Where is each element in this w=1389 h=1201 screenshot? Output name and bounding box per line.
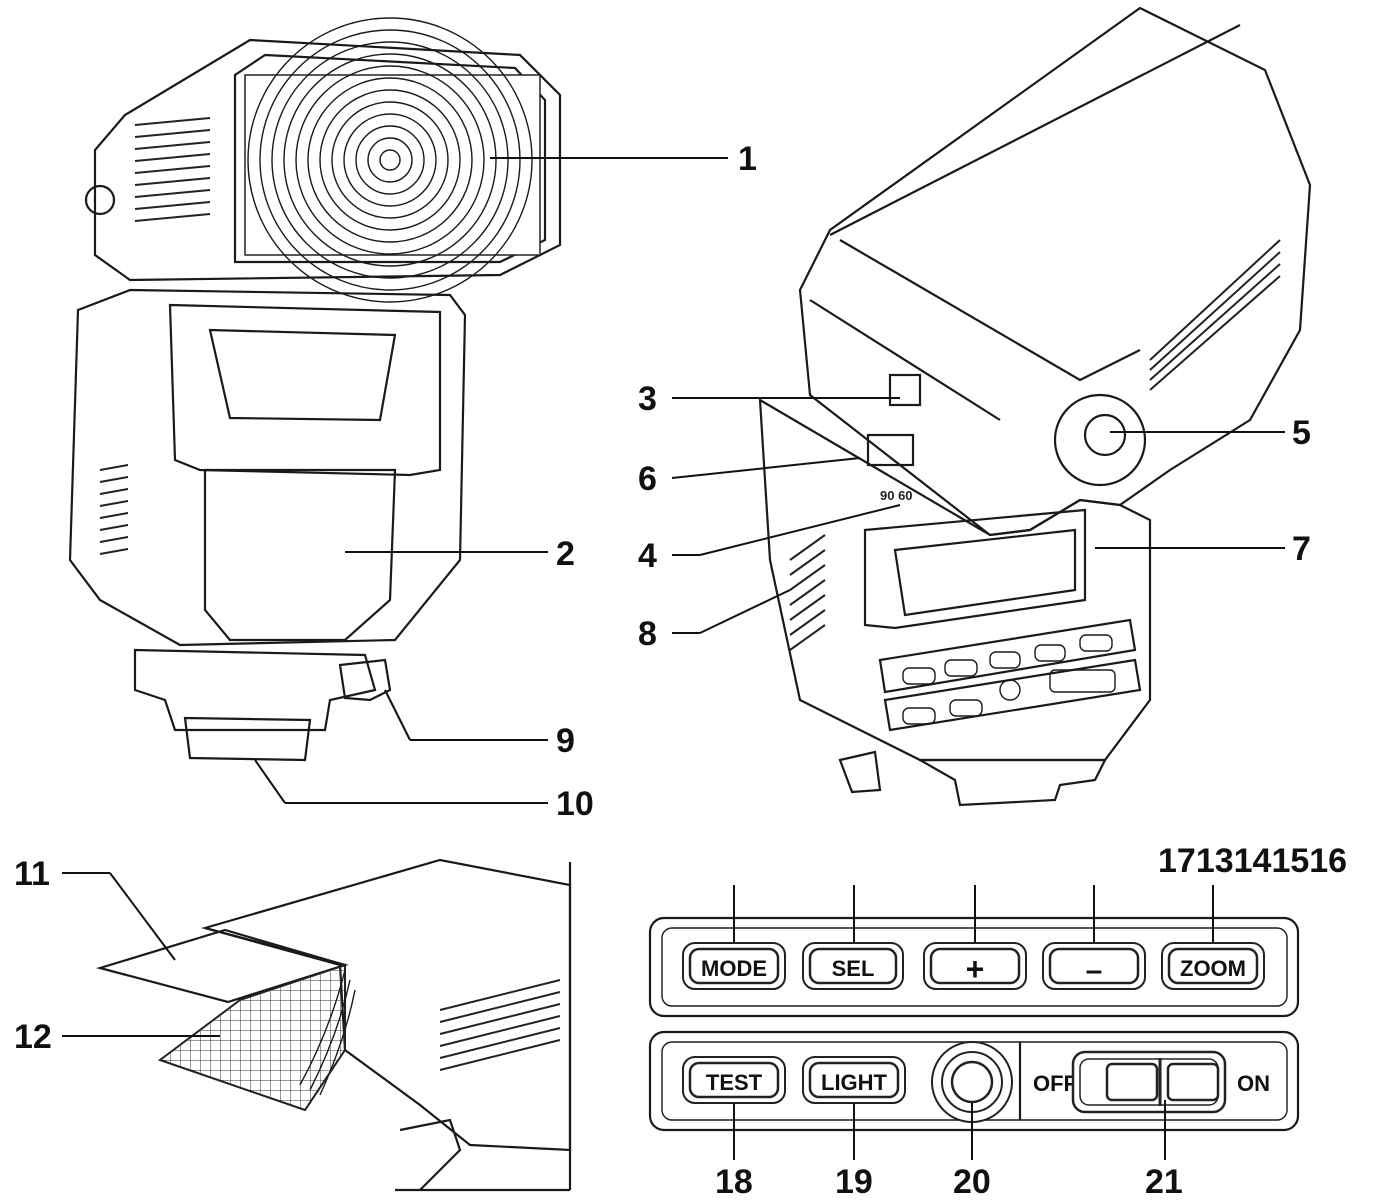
head-lock-release-button (1083, 413, 1127, 457)
callout-4: 4 (638, 537, 657, 575)
callout-21: 21 (1145, 1163, 1183, 1201)
test-button-label: TEST (706, 1070, 763, 1095)
back-view-flash: 90 60 (758, 6, 1312, 807)
lock-lever (838, 750, 882, 794)
plus-button[interactable]: + (923, 942, 1027, 990)
sel-button-label: SEL (832, 956, 875, 981)
power-on-label: ON (1237, 1071, 1270, 1096)
callout-3: 3 (638, 380, 657, 418)
leader-lines (62, 157, 1285, 1160)
lock-lever (338, 658, 392, 702)
callout-9: 9 (556, 722, 575, 760)
callout-10: 10 (556, 785, 594, 823)
minus-button[interactable]: – (1042, 942, 1146, 990)
power-off-label: OFF (1033, 1071, 1077, 1096)
plus-button-label: + (966, 951, 985, 987)
callout-6: 6 (638, 460, 657, 498)
pc-sync-port (866, 433, 915, 467)
callout-5: 5 (1292, 414, 1311, 452)
body-side-vents (789, 534, 826, 651)
callout-18: 18 (715, 1163, 753, 1201)
callout-1: 1 (738, 140, 757, 178)
front-view-flash (68, 17, 562, 762)
catchlight-panel (157, 963, 346, 1112)
light-button-label: LIGHT (821, 1070, 888, 1095)
ready-indicator-lamp (931, 1041, 1013, 1123)
callout-19: 19 (835, 1163, 873, 1201)
svg-text:90 60: 90 60 (880, 488, 913, 503)
callout-2: 2 (556, 535, 575, 573)
sel-button[interactable]: SEL (802, 942, 904, 990)
callout-17-13-14-15-16: 1713141516 (1158, 842, 1347, 880)
head-rear-vents (1149, 239, 1281, 391)
bounce-angle-scale (888, 373, 922, 407)
diffuser-view (95, 858, 572, 1192)
power-switch[interactable]: OFF ON (1018, 1042, 1270, 1120)
light-button[interactable]: LIGHT (802, 1056, 906, 1104)
zoom-button-label: ZOOM (1180, 956, 1246, 981)
test-button[interactable]: TEST (682, 1056, 786, 1104)
callout-11: 11 (14, 855, 50, 893)
mode-button[interactable]: MODE (682, 942, 786, 990)
head-release-button (84, 184, 116, 216)
callout-8: 8 (638, 615, 657, 653)
minus-button-label: – (1086, 954, 1103, 987)
mode-button-label: MODE (701, 956, 767, 981)
head-vents (134, 117, 211, 222)
hot-shoe (183, 716, 312, 762)
fresnel-lens (244, 17, 541, 303)
lcd-panel (893, 528, 1077, 617)
callout-12: 12 (14, 1018, 52, 1056)
callout-20: 20 (953, 1163, 991, 1201)
diffuser-view-vents (439, 979, 561, 1071)
callout-7: 7 (1292, 530, 1311, 568)
zoom-button[interactable]: ZOOM (1161, 942, 1265, 990)
body-side-vents (99, 464, 129, 555)
af-assist-window (203, 468, 397, 642)
